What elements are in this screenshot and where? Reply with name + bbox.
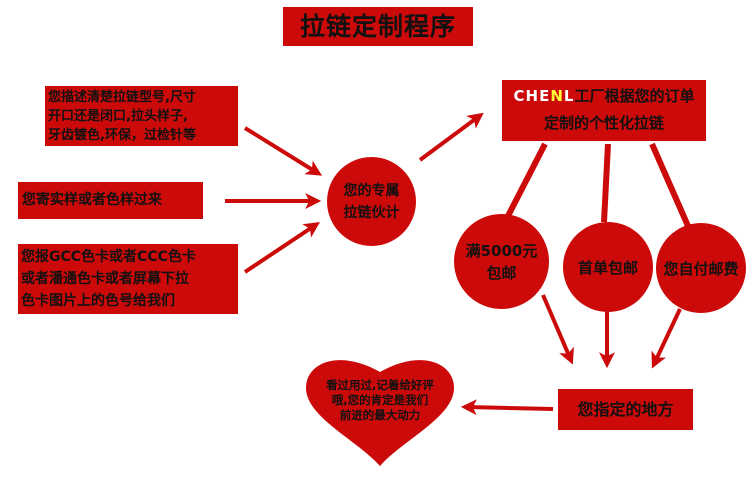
page-title: 拉链定制程序: [283, 7, 473, 46]
destination-box: 您指定的地方: [558, 389, 693, 430]
hub-line: 拉链伙计: [343, 204, 400, 221]
heart-message: 看过用过,记着给好评 哦,您的肯定是我们 前进的最大动力: [310, 378, 450, 423]
shipping-option-self-paid: 您自付邮费: [656, 223, 746, 313]
requirements-line: 开口还是闭口,拉头样子,: [48, 109, 188, 124]
heart-line: 前进的最大动力: [339, 408, 421, 422]
factory-line-1-text: 工厂根据您的订单: [574, 87, 695, 105]
input-colorcard-box: 您报GCC色卡或者CCC色卡 或者潘通色卡或者屏幕下拉 色卡图片上的色号给我们: [18, 244, 238, 314]
heart-line: 哦,您的肯定是我们: [331, 393, 429, 407]
shipping-option-first-order-free: 首单包邮: [563, 222, 653, 312]
colorcard-line: 您报GCC色卡或者CCC色卡: [21, 249, 196, 265]
sample-line: 您寄实样或者色样过来: [22, 192, 162, 208]
shipping-option-free-over-5000: 满5000元 包邮: [454, 214, 549, 309]
heart-shape: [306, 360, 454, 466]
arrow-requirements-to-hub: [243, 126, 323, 176]
factory-line-2: 定制的个性化拉链: [543, 114, 664, 132]
arrow-hub-to-factory: [418, 112, 484, 162]
arrow-c3-to-destination: [651, 308, 682, 369]
requirements-line: 您描述清楚拉链型号,尺寸: [48, 90, 196, 105]
connector-factory-to-c2: [601, 143, 611, 223]
brand-name-part: CHE: [513, 87, 551, 105]
factory-line-1: CHENL工厂根据您的订单: [502, 83, 706, 110]
colorcard-line: 色卡图片上的色号给我们: [21, 293, 175, 309]
requirements-line: 牙齿镀色,环保，过检针等: [48, 128, 196, 143]
shipping-line: 首单包邮: [577, 258, 638, 277]
brand-name-part: L: [563, 87, 575, 105]
brand-name-highlight: N: [550, 87, 564, 105]
input-sample-box: 您寄实样或者色样过来: [18, 182, 203, 219]
factory-box: CHENL工厂根据您的订单 定制的个性化拉链: [502, 80, 706, 141]
shipping-line: 您自付邮费: [663, 259, 739, 278]
hub-line: 您的专属: [343, 182, 400, 199]
shipping-line: 满5000元: [465, 241, 538, 260]
arrow-colorcard-to-hub: [243, 222, 320, 274]
connector-factory-to-c3: [649, 142, 691, 228]
shipping-line: 包邮: [486, 263, 517, 282]
heart-line: 看过用过,记着给好评: [326, 378, 434, 392]
arrow-c1-to-destination: [541, 294, 574, 365]
connector-factory-to-c1: [505, 142, 548, 218]
arrow-destination-to-heart: [460, 399, 554, 416]
colorcard-line: 或者潘通色卡或者屏幕下拉: [21, 271, 189, 287]
input-requirements-box: 您描述清楚拉链型号,尺寸 开口还是闭口,拉头样子, 牙齿镀色,环保，过检针等: [45, 86, 238, 146]
hub-circle: 您的专属 拉链伙计: [327, 157, 416, 246]
